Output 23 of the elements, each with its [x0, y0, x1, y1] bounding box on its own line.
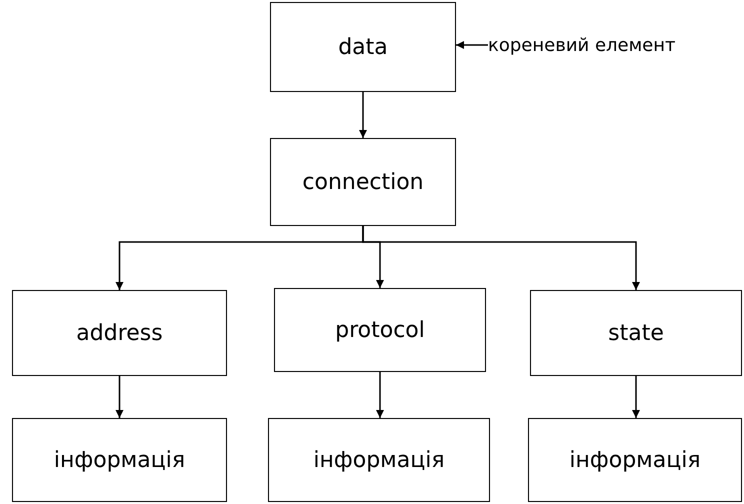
annotation-text: кореневий елемент [488, 34, 676, 56]
element-box [12, 418, 227, 502]
element-name: інформація [313, 448, 445, 472]
element-box [270, 2, 456, 92]
arrow [359, 92, 367, 138]
element-name: інформація [54, 448, 186, 472]
arrow [632, 376, 640, 418]
element-name: connection [302, 170, 424, 194]
element-name: data [338, 34, 388, 60]
arrow [116, 376, 124, 418]
element-name: address [76, 320, 163, 346]
element-name: protocol [335, 318, 425, 342]
element-box [270, 138, 456, 226]
element-box [268, 418, 490, 502]
element-box [12, 290, 227, 376]
element-box [530, 290, 742, 376]
element-name: інформація [569, 448, 701, 472]
arrow [376, 372, 384, 418]
element-name: state [608, 320, 664, 346]
arrow [362, 226, 640, 290]
element-box [274, 288, 486, 372]
arrow [456, 41, 488, 49]
element-box [528, 418, 742, 502]
